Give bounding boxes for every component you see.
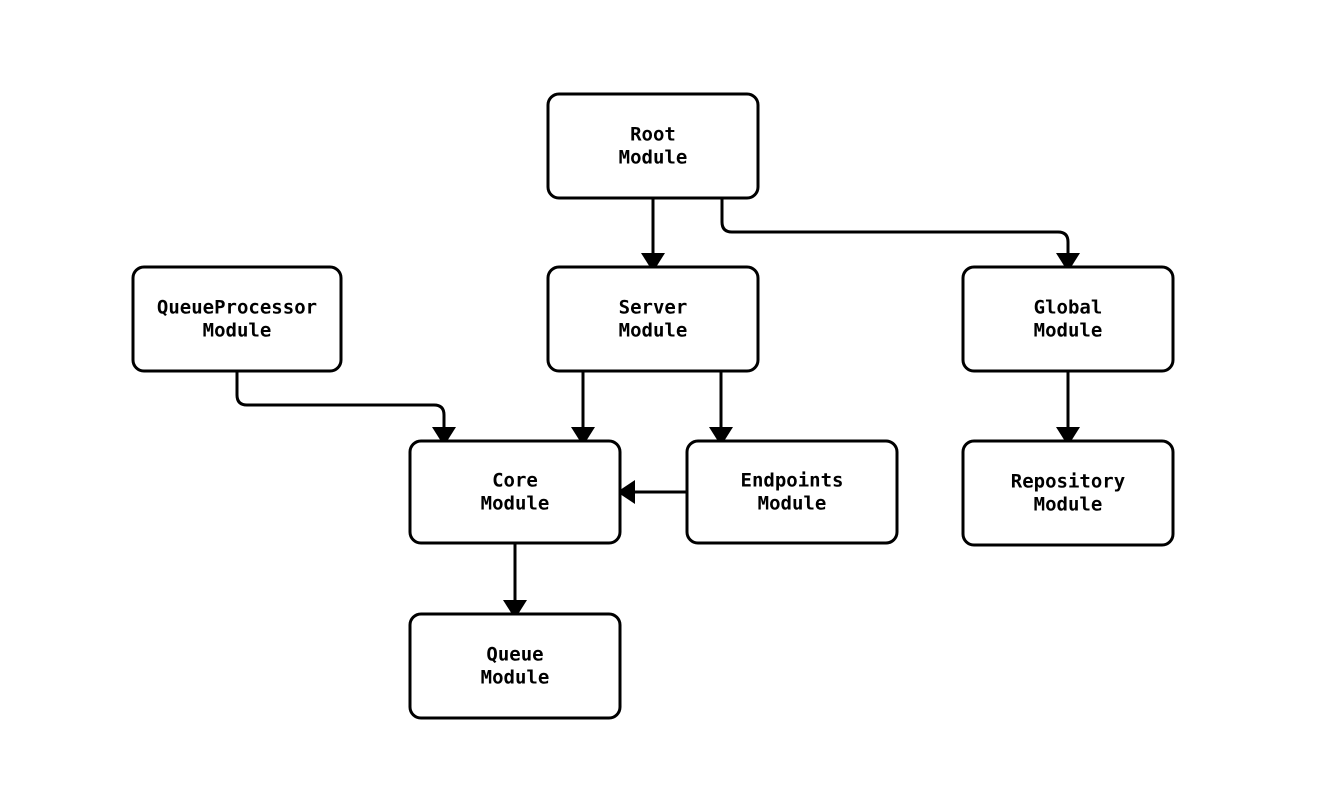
nodes-layer: RootModuleQueueProcessorModuleServerModu… [131,92,1175,720]
arrow-server-core-icon [571,427,595,446]
edge-root-to-global [720,198,1070,255]
node-endpoints-box[interactable] [685,439,899,545]
node-queue-label-line1: Queue [486,644,543,666]
arrow-root-global-icon [1056,253,1080,272]
arrow-root-server-icon [641,253,665,272]
node-global-label-line1: Global [1034,297,1103,319]
node-endpoints-label-line1: Endpoints [741,470,844,492]
arrow-core-queue-icon [503,600,527,619]
arrowheads-layer [432,253,1080,619]
node-core-label-line2: Module [481,493,550,515]
node-core-box[interactable] [408,439,622,545]
node-endpoints-label-line2: Module [758,493,827,515]
node-queue-label-line2: Module [481,667,550,689]
node-repository-label-line1: Repository [1011,471,1125,493]
node-root-box[interactable] [546,92,760,200]
node-queueprocessor-box[interactable] [131,265,343,373]
arrow-endpoints-core-icon [617,480,635,504]
node-server-label-line2: Module [619,320,688,342]
node-queueprocessor-label-line2: Module [203,320,272,342]
node-server-label-line1: Server [619,297,688,319]
node-core-label-line1: Core [492,470,538,492]
arrow-server-endpoints-icon [709,427,733,446]
node-queue-box[interactable] [408,612,622,720]
node-repository-box[interactable] [961,439,1175,547]
node-global-box[interactable] [961,265,1175,373]
node-repository-label-line2: Module [1034,494,1103,516]
node-global-label-line2: Module [1034,320,1103,342]
node-root-label-line2: Module [619,147,688,169]
edges-layer [235,198,1070,602]
arrow-qp-core-icon [432,427,456,446]
node-server-box[interactable] [546,265,760,373]
node-root-label-line1: Root [630,124,676,146]
edge-queueprocessor-to-core [235,371,446,429]
node-queueprocessor-label-line1: QueueProcessor [157,297,317,319]
arrow-global-repository-icon [1056,427,1080,446]
